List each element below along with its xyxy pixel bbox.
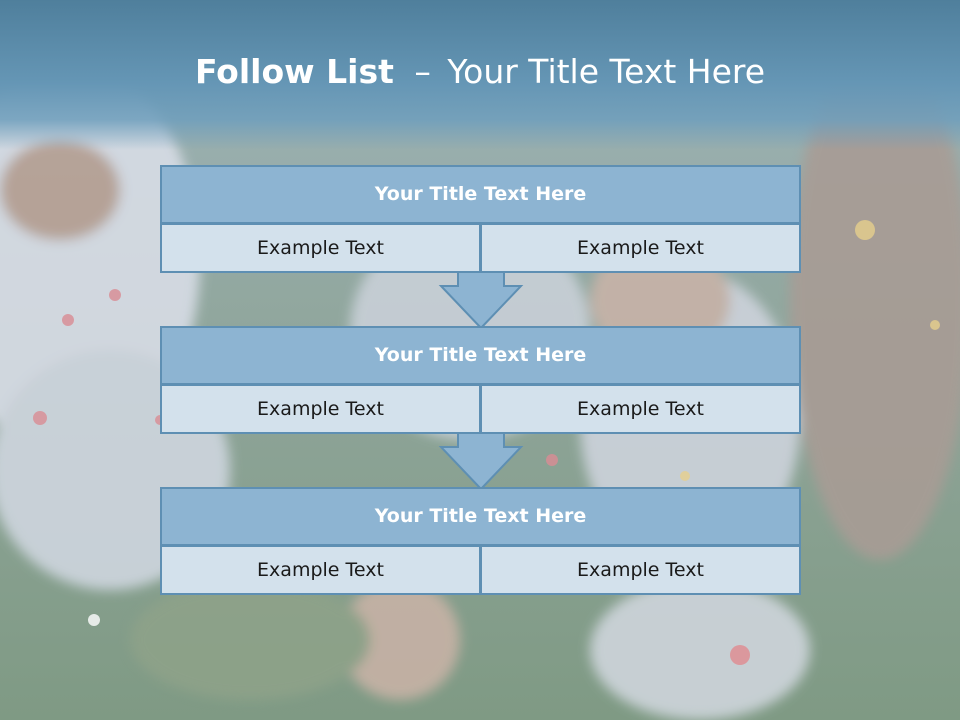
slide-title-bold: Follow List <box>194 52 394 91</box>
block-right-text: Example Text <box>480 545 801 595</box>
header-band <box>0 0 960 150</box>
slide-title: Follow List – Your Title Text Here <box>0 52 960 91</box>
block-right-text: Example Text <box>480 384 801 434</box>
block-left-text: Example Text <box>160 384 481 434</box>
down-arrow-icon <box>438 431 524 491</box>
block-right-text: Example Text <box>480 223 801 273</box>
down-arrow-icon <box>438 270 524 330</box>
block-title: Your Title Text Here <box>160 487 801 546</box>
slide-title-dash: – <box>414 52 431 91</box>
block-left-text: Example Text <box>160 545 481 595</box>
block-title: Your Title Text Here <box>160 165 801 224</box>
block-left-text: Example Text <box>160 223 481 273</box>
slide-title-rest: Your Title Text Here <box>447 52 766 91</box>
block-title: Your Title Text Here <box>160 326 801 385</box>
